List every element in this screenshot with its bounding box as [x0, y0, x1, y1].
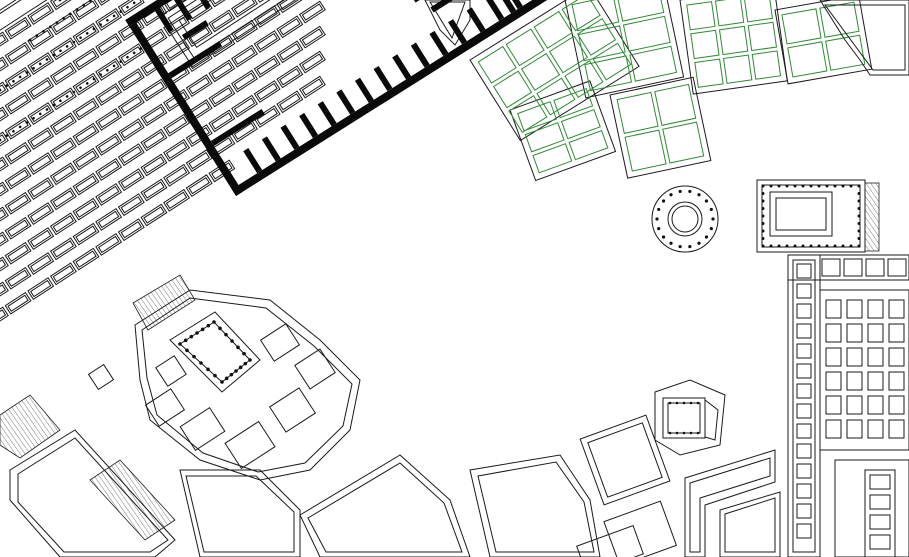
south-east-blocks [576, 414, 781, 557]
far-southwest-blocks [0, 394, 301, 557]
main-courtyard-building [125, 0, 592, 196]
south-central-housing [299, 454, 601, 557]
northeast-gardens [469, 0, 873, 182]
east-temple [756, 179, 880, 253]
southwest-peristyle-house [87, 274, 361, 481]
round-temple [651, 185, 719, 253]
east-rooms-complex [787, 254, 909, 557]
northwest-street-blocks [0, 0, 326, 330]
southeast-small-hall [654, 379, 726, 456]
